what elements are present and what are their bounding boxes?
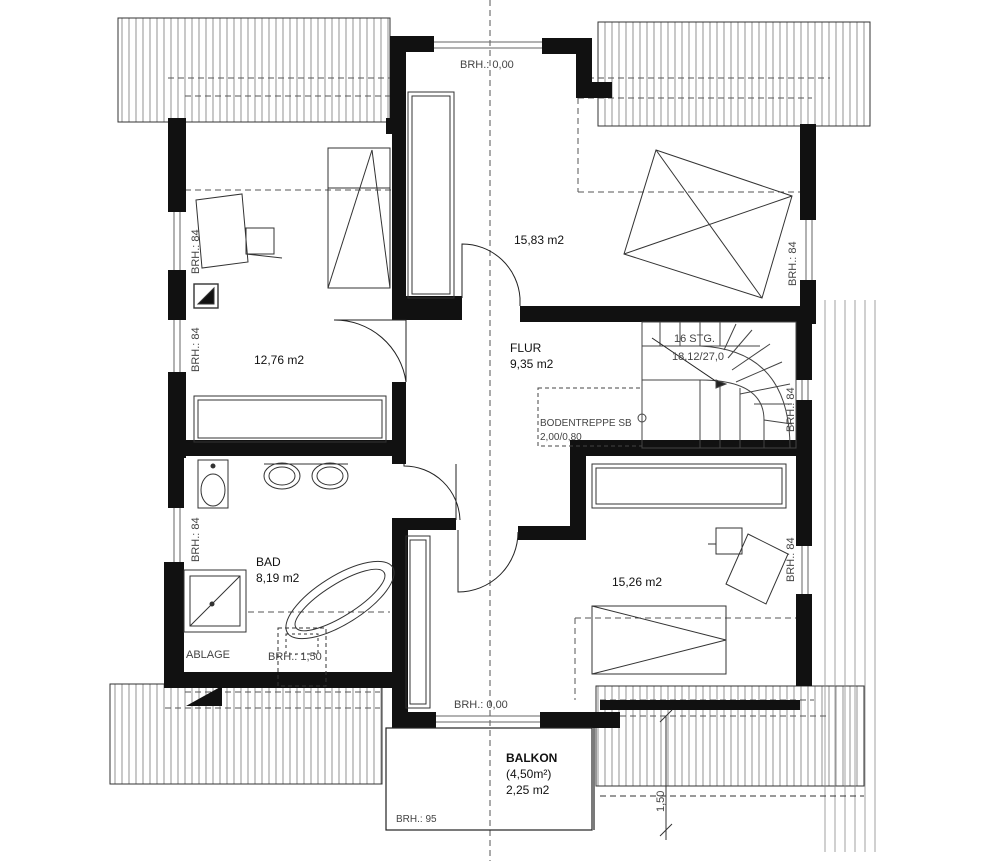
bodentreppe-size: 2,00/0,80 [540, 432, 582, 443]
doors [333, 243, 521, 593]
bath-fixtures [183, 459, 395, 687]
brh-bath: BRH.: 1,50 [268, 651, 322, 663]
brh-84-bath: BRH.: 84 [190, 517, 202, 562]
brh-84-ne: BRH.: 84 [787, 241, 799, 286]
brh-84-stairs: BRH.: 84 [785, 387, 797, 432]
brh-top: BRH.: 0,00 [460, 59, 514, 71]
bodentreppe-label: BODENTREPPE SB [540, 418, 632, 429]
bad-name: BAD [256, 555, 281, 569]
bad-area: 8,19 m2 [256, 571, 300, 585]
flur-name: FLUR [510, 341, 542, 355]
brh-84-nw-lower: BRH.: 84 [190, 327, 202, 372]
dimension-marker [600, 709, 864, 840]
room-ne-area: 15,83 m2 [514, 233, 564, 247]
brh-84-nw-upper: BRH.: 84 [190, 229, 202, 274]
dim-150: 1,50 [655, 791, 667, 812]
stairs-count: 16 STG. [674, 333, 715, 345]
windows [173, 41, 813, 723]
balkon-area: 2,25 m2 [506, 783, 550, 797]
furniture-nw [193, 147, 391, 443]
room-nw-area: 12,76 m2 [254, 353, 304, 367]
furniture-ne [407, 91, 793, 299]
balkon-size-note: (4,50m²) [506, 767, 551, 781]
brh-balkon: BRH.: 95 [396, 814, 437, 825]
roof-top-right [597, 21, 871, 127]
balkon-name: BALKON [506, 751, 557, 765]
stairs-dims: 18,12/27,0 [672, 351, 724, 363]
roof-right-strip [820, 300, 884, 852]
brh-mid: BRH.: 0,00 [454, 699, 508, 711]
brh-84-se: BRH.: 84 [785, 537, 797, 582]
roof-areas [109, 17, 884, 852]
walls [164, 36, 816, 728]
roof-top-left [117, 17, 391, 123]
roof-bottom-left [109, 683, 383, 785]
staircase [537, 321, 797, 449]
room-se-area: 15,26 m2 [612, 575, 662, 589]
flur-area: 9,35 m2 [510, 357, 554, 371]
furniture-se [405, 463, 789, 709]
ablage-label: ABLAGE [186, 649, 230, 661]
balcony [385, 727, 595, 831]
